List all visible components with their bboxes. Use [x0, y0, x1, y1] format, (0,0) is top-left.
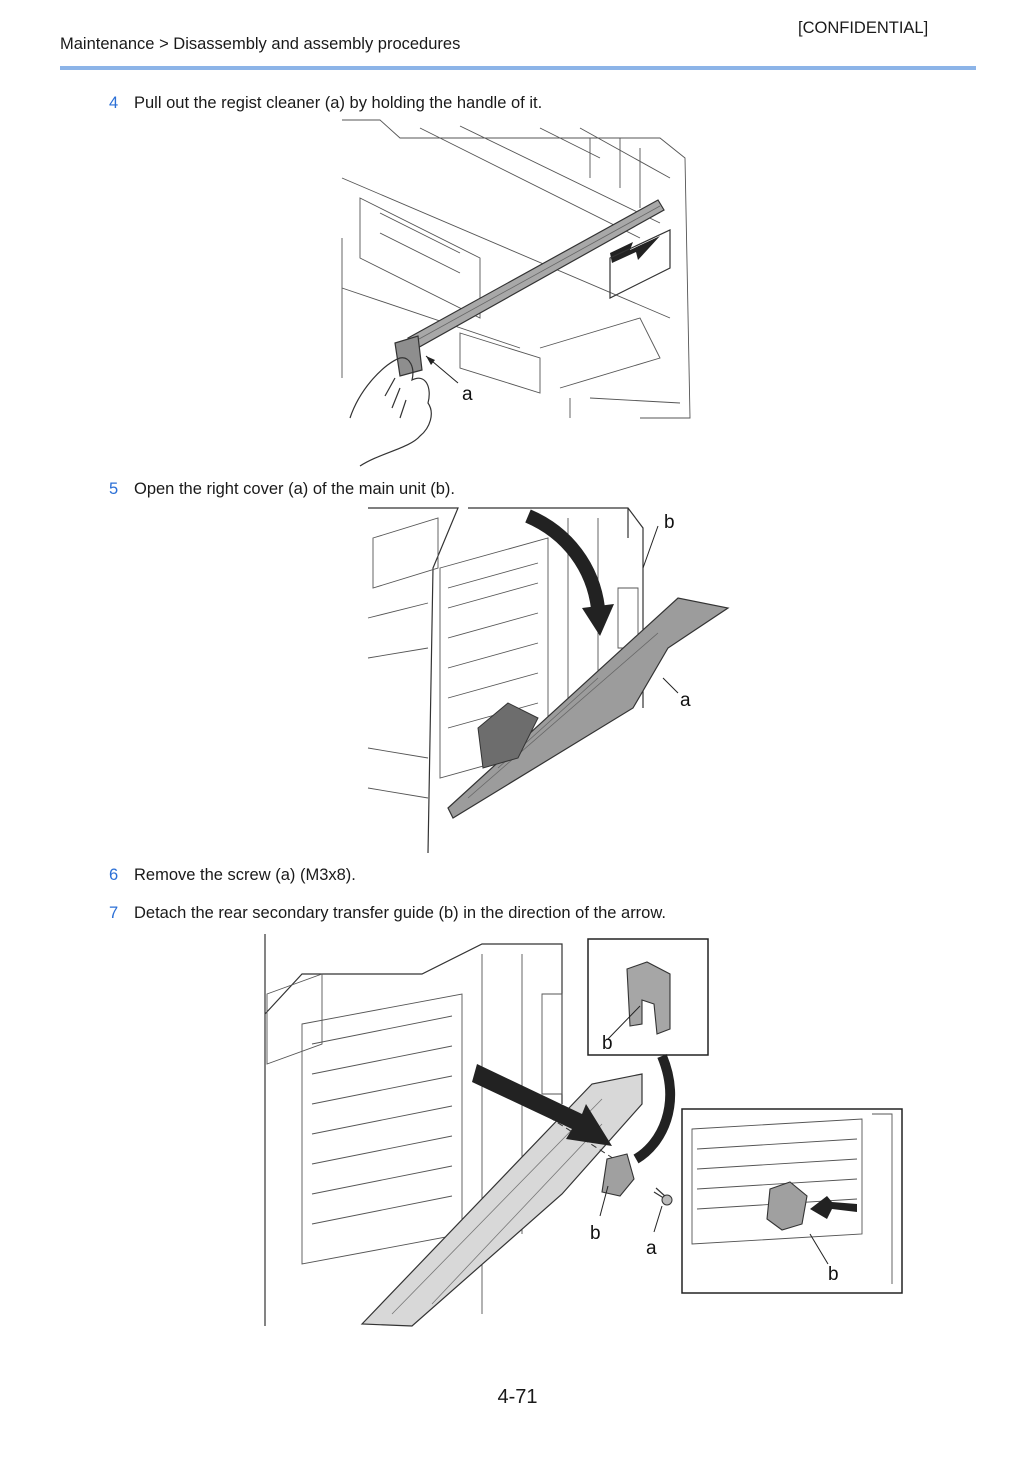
step-number: 4	[109, 94, 119, 112]
callout-a: a	[680, 690, 691, 711]
callout-a: a	[462, 384, 473, 405]
callout-a: a	[646, 1238, 657, 1259]
breadcrumb: Maintenance > Disassembly and assembly p…	[60, 35, 461, 53]
step-number: 5	[109, 480, 119, 498]
callout-b-inset: b	[602, 1033, 613, 1054]
callout-b: b	[664, 512, 675, 533]
header-rule	[60, 66, 976, 70]
figure-right-cover: b a	[367, 507, 730, 854]
callout-b: b	[590, 1223, 601, 1244]
figure-regist-cleaner: a	[341, 119, 691, 467]
callout-b-inset: b	[828, 1264, 839, 1285]
page-number: 4-71	[497, 1386, 538, 1408]
step-number: 6	[109, 866, 119, 884]
step-text: Remove the screw (a) (M3x8).	[134, 866, 356, 884]
step-text: Detach the rear secondary transfer guide…	[134, 904, 666, 922]
step-text: Pull out the regist cleaner (a) by holdi…	[134, 94, 543, 112]
step-number: 7	[109, 904, 119, 922]
figure-transfer-guide: b a b b	[264, 934, 903, 1327]
step-text: Open the right cover (a) of the main uni…	[134, 480, 455, 498]
confidential-label: [CONFIDENTIAL]	[798, 19, 929, 37]
